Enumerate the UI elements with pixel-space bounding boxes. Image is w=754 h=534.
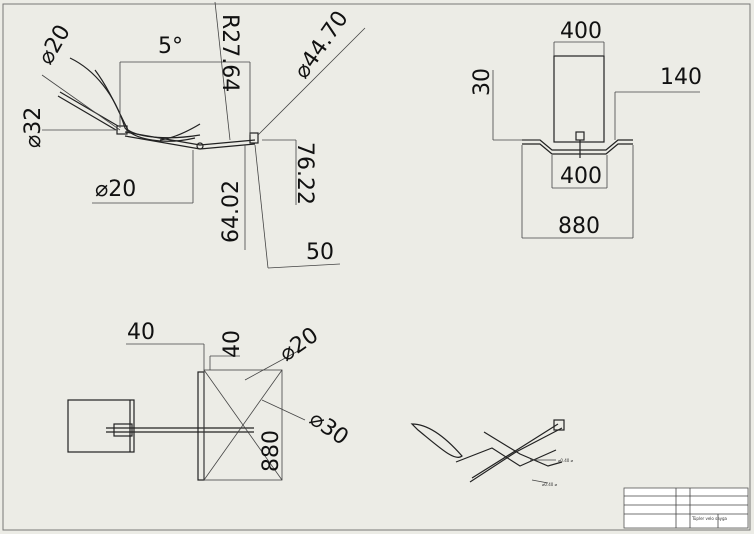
dim-400-top: 400 <box>560 19 602 44</box>
dim-880: 880 <box>558 214 600 239</box>
dim-line-radius <box>214 1 231 141</box>
dim-40-h: 40 <box>127 320 155 345</box>
title-block-frame <box>623 487 749 529</box>
title-block-title: Tüpler velo sayga <box>691 516 728 521</box>
top-hub <box>113 423 133 437</box>
dim-line-dia44 <box>257 27 366 136</box>
iso-label-2: ⌀0.40 ⌀ <box>542 482 558 487</box>
title-block: Tüpler velo sayga <box>623 487 749 529</box>
top-seat-panel <box>67 399 135 453</box>
iso-view: ⌀0.40 ⌀ ⌀0.40 ⌀ <box>410 419 574 487</box>
dim-dia20-low: ⌀20 <box>95 177 136 202</box>
dim-line-50-a <box>254 144 269 269</box>
iso-leader-2 <box>531 479 549 484</box>
dim-400-low: 400 <box>560 164 602 189</box>
side-handle <box>57 91 119 131</box>
dim-angle: 5° <box>158 34 183 59</box>
dim-line-dia30 <box>261 399 306 421</box>
side-tube-curve-inner <box>94 69 201 139</box>
iso-frame-3 <box>469 427 563 483</box>
dim-7622: 76.22 <box>292 142 317 205</box>
dim-line-50-b <box>267 263 341 269</box>
dim-line-dia20-top <box>41 74 121 131</box>
side-joint-right <box>249 132 259 144</box>
dim-30: 30 <box>470 68 495 96</box>
front-seat-panel <box>553 55 605 143</box>
dim-880-top: 880 <box>259 430 284 472</box>
dim-40-v: 40 <box>220 330 245 358</box>
side-tube-curve-outer <box>69 57 196 142</box>
iso-seat <box>410 423 463 458</box>
dim-dia32: ⌀32 <box>21 107 46 148</box>
top-diag-2 <box>203 369 283 481</box>
iso-label-1: ⌀0.40 ⌀ <box>558 458 574 463</box>
iso-frame-4 <box>471 423 559 479</box>
iso-box <box>553 419 565 431</box>
top-bbox <box>203 369 283 481</box>
dim-radius: R27.64 <box>217 14 242 92</box>
dim-140: 140 <box>660 65 702 90</box>
front-view: 400 30 140 400 880 <box>470 19 702 239</box>
dim-50: 50 <box>306 240 334 265</box>
side-wheel-arc <box>159 123 201 141</box>
dim-6402: 64.02 <box>219 180 244 243</box>
side-bolt <box>196 142 204 150</box>
dim-line-dia20 <box>244 349 301 381</box>
sheet-border <box>2 3 751 531</box>
